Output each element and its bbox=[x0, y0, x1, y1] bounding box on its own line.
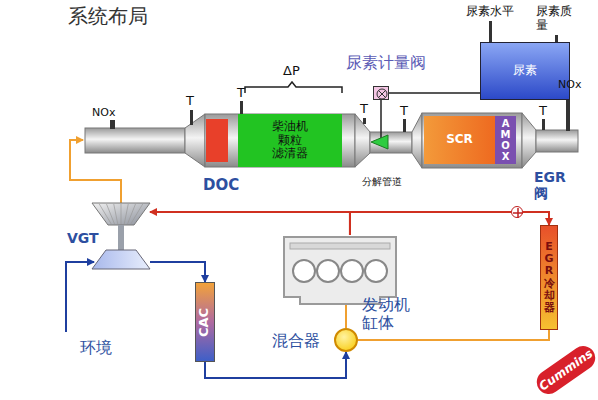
exhaust-pipe-line bbox=[70, 140, 121, 203]
part-label: 尿素水平 bbox=[466, 4, 514, 18]
diagram-node: 混合器 bbox=[334, 328, 358, 352]
node-figure bbox=[374, 87, 390, 101]
part-label: ΔP bbox=[283, 63, 300, 79]
flow-connector bbox=[345, 305, 347, 328]
node-label: VGT bbox=[67, 230, 99, 246]
part-label: T bbox=[539, 103, 547, 119]
diagram-node: SCR bbox=[424, 116, 495, 164]
flow-connector bbox=[389, 92, 480, 94]
node-label: EGR冷却器 bbox=[544, 241, 555, 314]
diagram-node: EGR 阀 bbox=[511, 206, 523, 218]
dosing-line bbox=[380, 100, 382, 138]
flow-connector bbox=[150, 262, 205, 282]
node-label: CAC bbox=[198, 307, 213, 336]
part-label: T bbox=[360, 101, 368, 117]
node-figure bbox=[280, 235, 400, 305]
node-figure bbox=[512, 207, 524, 219]
diagram-node: EGR冷却器 bbox=[540, 225, 558, 330]
part-label: 分解管道 bbox=[362, 176, 402, 188]
part-label: NOx bbox=[558, 78, 581, 91]
node-label: 发动机 缸体 bbox=[362, 296, 414, 333]
node-label: 尿素计量阀 bbox=[346, 54, 426, 72]
exhaust-housing bbox=[85, 113, 578, 168]
part-label: T bbox=[186, 93, 194, 109]
diagram-node: 发动机 缸体 bbox=[280, 235, 400, 305]
cummins-logo bbox=[532, 341, 598, 399]
node-label: 柴油机 颗粒 滤清器 bbox=[259, 120, 321, 161]
diagram-title: 系统布局 bbox=[68, 4, 148, 28]
ambient-air-line bbox=[66, 262, 94, 332]
node-label: 尿素 bbox=[513, 64, 537, 78]
diagram-node: VGT bbox=[92, 203, 150, 272]
node-label: 混合器 bbox=[272, 332, 320, 350]
node-label: SCR bbox=[446, 133, 473, 147]
part-label: 尿素质 量 bbox=[536, 4, 576, 33]
node-label: EGR 阀 bbox=[534, 169, 570, 201]
diagram-node: DOC bbox=[206, 119, 228, 162]
node-figure bbox=[92, 203, 150, 272]
diagram-node: 尿素计量阀 bbox=[373, 86, 389, 100]
diagram-node: 尿素 bbox=[480, 42, 570, 100]
node-label: AMOX bbox=[501, 118, 511, 162]
flow-connector bbox=[350, 212, 511, 235]
delta-p-bracket bbox=[245, 82, 342, 93]
part-label: T bbox=[237, 85, 245, 101]
diagram-node: 柴油机 颗粒 滤清器 bbox=[238, 114, 342, 167]
flow-connector bbox=[523, 212, 549, 225]
diagram-node: CAC bbox=[195, 282, 215, 362]
flow-connector bbox=[150, 212, 350, 235]
part-label: 环境 bbox=[80, 338, 112, 357]
diagram-node: AMOX bbox=[495, 116, 516, 164]
part-label: NOx bbox=[92, 106, 115, 119]
node-label: DOC bbox=[203, 177, 239, 194]
injector-nozzle bbox=[371, 135, 388, 149]
flow-connector bbox=[205, 352, 346, 378]
part-label: T bbox=[400, 103, 408, 119]
